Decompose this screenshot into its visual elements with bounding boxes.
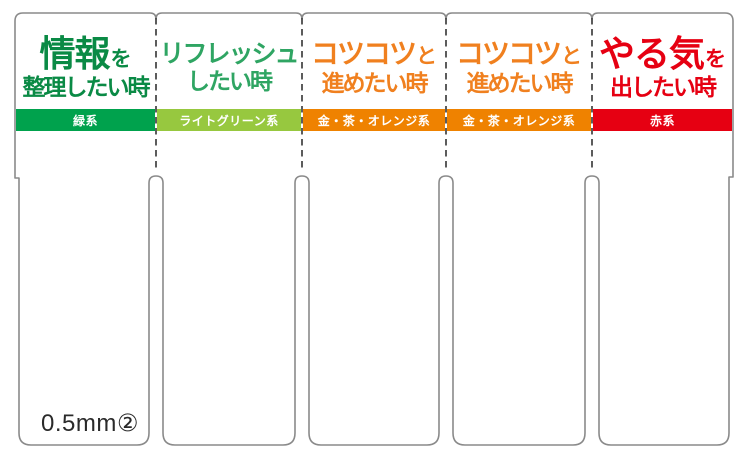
- panel-title: リフレッシュ したい時: [156, 19, 302, 115]
- panel-title-line2: 進めたい時: [466, 69, 574, 96]
- color-category-bar: 赤系: [593, 109, 732, 131]
- color-category-bar: ライトグリーン系: [157, 109, 301, 131]
- panel-title-line2: したい時: [187, 68, 273, 95]
- panel-title-line2: 出したい時: [610, 73, 717, 100]
- panel-title-suffix: を: [110, 48, 132, 72]
- color-panel-orange-2: コツコツと 進めたい時 金・茶・オレンジ系: [446, 13, 592, 178]
- color-category-label: 赤系: [649, 113, 675, 128]
- panel-title-line2: 整理したい時: [22, 73, 151, 100]
- panel-title-line1: コツコツと: [310, 38, 437, 70]
- panel-title-main: やる気: [598, 33, 705, 75]
- color-category-label: 金・茶・オレンジ系: [317, 113, 431, 128]
- panel-title-suffix: と: [416, 45, 437, 69]
- color-panel-light-green: リフレッシュ したい時 ライトグリーン系: [156, 13, 302, 178]
- color-category-label: 金・茶・オレンジ系: [462, 113, 576, 128]
- color-category-bar: 緑系: [16, 109, 155, 131]
- panel-title-line1: リフレッシュ: [159, 39, 299, 68]
- color-category-bar: 金・茶・オレンジ系: [303, 109, 445, 131]
- panel-title-main: コツコツ: [455, 38, 562, 70]
- color-category-bar: 金・茶・オレンジ系: [447, 109, 591, 131]
- panel-title-main: 情報: [39, 33, 110, 75]
- color-category-label: 緑系: [72, 113, 98, 128]
- panel-title-line1: 情報を: [39, 35, 131, 73]
- panel-title: コツコツと 進めたい時: [446, 19, 592, 115]
- panel-title-main: リフレッシュ: [159, 39, 299, 68]
- panel-title: コツコツと 進めたい時: [302, 19, 446, 115]
- color-panel-orange-1: コツコツと 進めたい時 金・茶・オレンジ系: [302, 13, 446, 178]
- color-panel-red: やる気を 出したい時 赤系: [592, 13, 733, 178]
- panel-title-main: コツコツ: [310, 38, 417, 70]
- panel-title-suffix: を: [705, 48, 726, 72]
- panel-title-line2: 進めたい時: [321, 69, 429, 96]
- panel-title-line1: やる気を: [599, 35, 726, 73]
- panel-title-suffix: と: [561, 45, 582, 69]
- panel-title-line1: コツコツと: [455, 38, 582, 70]
- color-panel-green: 情報を 整理したい時 緑系: [15, 13, 156, 178]
- panel-title: やる気を 出したい時: [592, 19, 733, 115]
- color-category-label: ライトグリーン系: [179, 113, 279, 128]
- tip-size-label: 0.5mm②: [41, 410, 139, 437]
- panel-title: 情報を 整理したい時: [15, 19, 156, 115]
